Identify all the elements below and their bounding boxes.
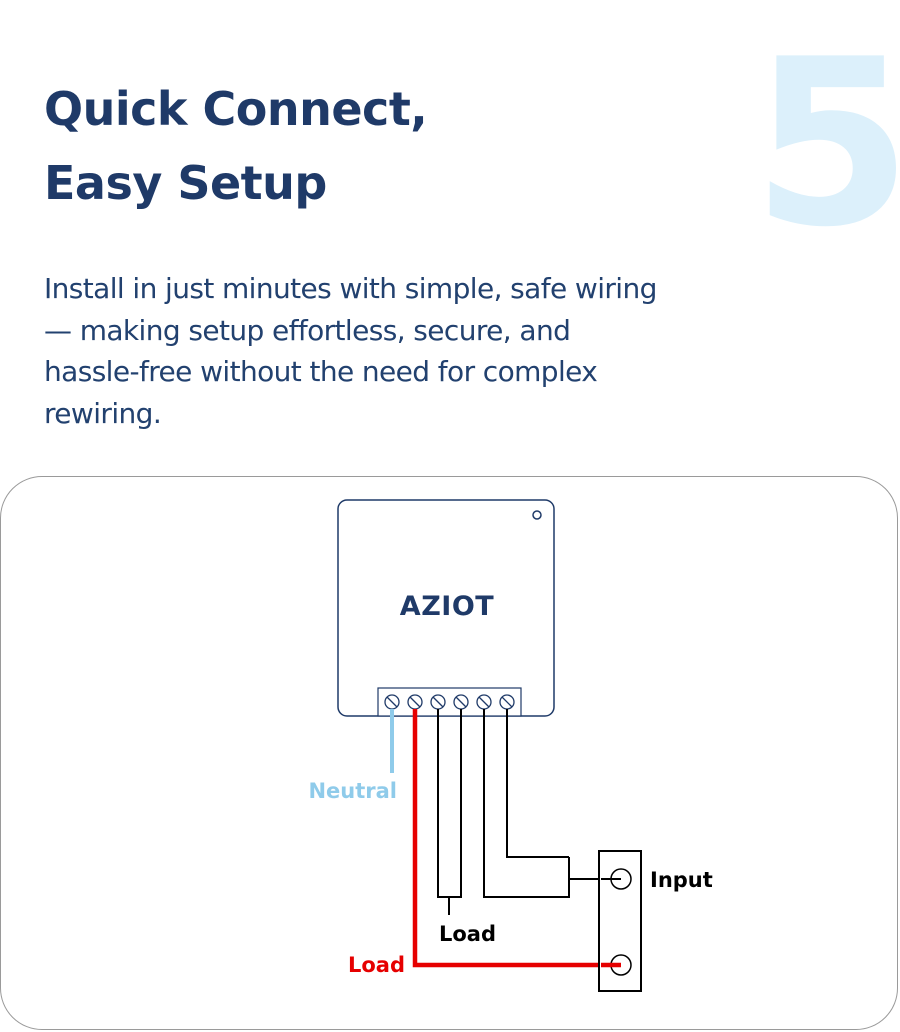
step-number: 5 [752, 11, 900, 278]
red-load-label: Load [348, 953, 405, 977]
black-load-wire [437, 709, 462, 898]
black-load-label: Load [439, 922, 496, 946]
wiring-diagram-card: AZIOT Neutral Input [0, 476, 898, 1030]
title-line-1: Quick Connect, [44, 82, 428, 136]
page-title: Quick Connect, Easy Setup [44, 72, 428, 220]
title-line-2: Easy Setup [44, 156, 327, 210]
terminal-block [377, 687, 522, 717]
wiring-diagram: AZIOT Neutral Input [308, 499, 713, 992]
red-load-wire [412, 709, 621, 968]
terminal-screws [384, 694, 515, 710]
input-label: Input [650, 868, 713, 892]
input-wire-2 [506, 709, 569, 858]
brand-logo: AZIOT [400, 591, 494, 622]
description: Install in just minutes with simple, saf… [44, 272, 657, 430]
device-indicator-led [532, 510, 542, 520]
input-wire-1 [483, 709, 570, 898]
neutral-label: Neutral [308, 779, 397, 803]
